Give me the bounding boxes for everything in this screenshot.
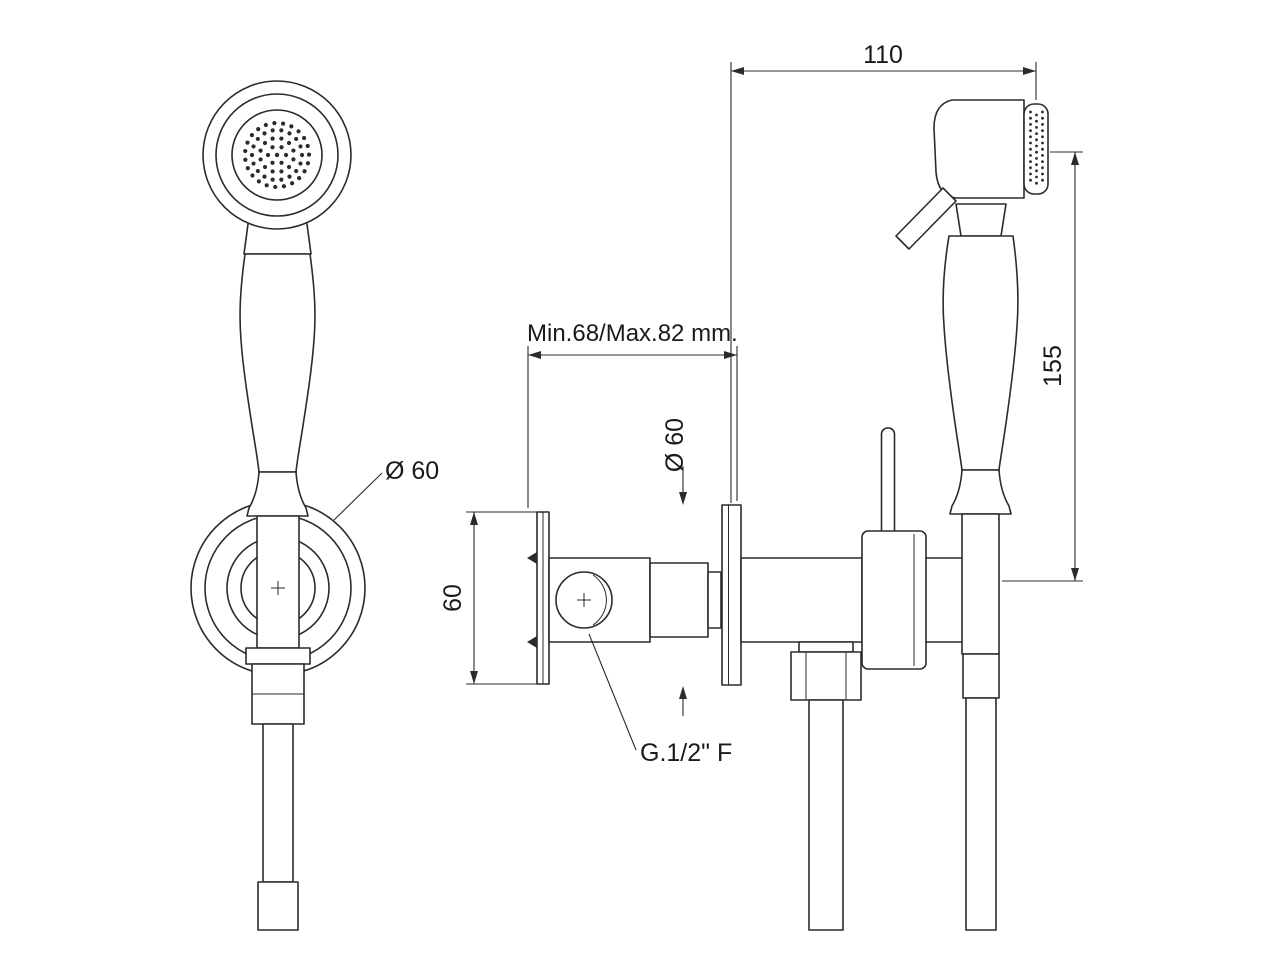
spray-trigger bbox=[895, 187, 957, 250]
inlet-nut bbox=[790, 651, 862, 701]
valve-body bbox=[861, 530, 927, 670]
dim-60-plate: 60 bbox=[439, 511, 537, 685]
front-view-handshower bbox=[190, 80, 366, 931]
sprayhead-nozzles bbox=[1029, 110, 1044, 185]
sprayhead-face bbox=[1023, 103, 1049, 195]
thread-dimension: G.1/2" F bbox=[588, 633, 732, 767]
handle-side bbox=[942, 235, 1019, 471]
showerhead-rim bbox=[202, 80, 352, 230]
side-view-assembly bbox=[721, 99, 1049, 931]
side-view-bracket bbox=[527, 511, 722, 685]
inlet-pipe bbox=[808, 699, 844, 931]
dim-depth: Min.68/Max.82 mm. bbox=[527, 320, 738, 508]
dim-depth-label: Min.68/Max.82 mm. bbox=[527, 320, 738, 347]
showerhead-nozzles bbox=[243, 121, 312, 190]
sprayhead-body bbox=[933, 99, 1025, 199]
dia-60-side-dimension: Ø 60 bbox=[661, 418, 689, 716]
handle-pipe bbox=[965, 697, 997, 931]
valve-lever bbox=[880, 427, 896, 541]
handle-front bbox=[239, 253, 316, 473]
dim-60-label: 60 bbox=[439, 584, 467, 612]
dim-110: 110 bbox=[730, 41, 1037, 503]
dim-110-label: 110 bbox=[863, 41, 903, 69]
dia-60-front-label: Ø 60 bbox=[385, 457, 439, 485]
dia-60-side-label: Ø 60 bbox=[661, 418, 689, 472]
dia-60-front-dimension: Ø 60 bbox=[333, 457, 439, 521]
thread-port bbox=[555, 571, 613, 629]
dim-155: 155 bbox=[1002, 151, 1083, 582]
thread-label: G.1/2" F bbox=[640, 739, 732, 767]
dim-155-label: 155 bbox=[1039, 345, 1067, 387]
